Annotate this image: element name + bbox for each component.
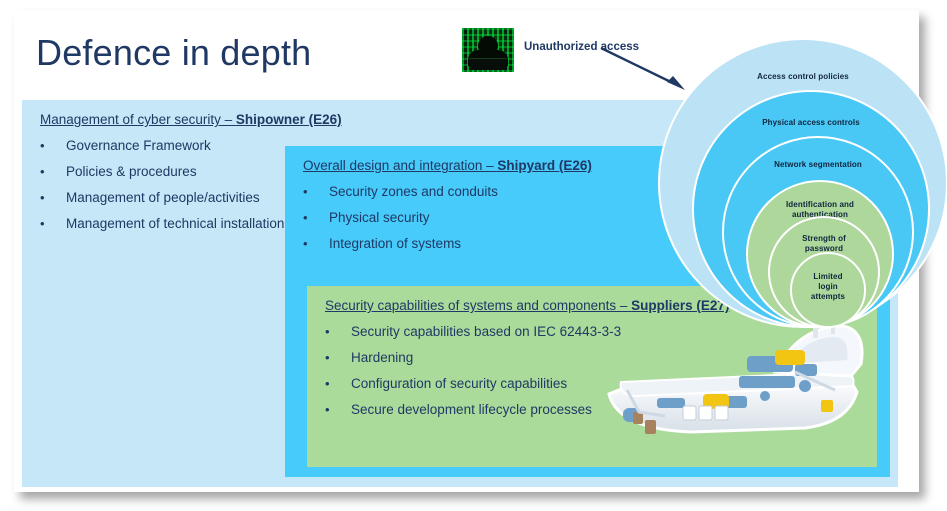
bullet-icon: • (325, 376, 330, 391)
list-item: • Policies & procedures (40, 162, 284, 181)
defence-layers-diagram: Access control policies Physical access … (650, 18, 947, 328)
list-item-label: Governance Framework (66, 138, 211, 153)
bullet-icon: • (40, 190, 45, 205)
heading-bold: Shipyard (E26) (497, 158, 592, 173)
list-item-label: Secure development lifecycle processes (351, 402, 592, 417)
list-item-label: Policies & procedures (66, 164, 197, 179)
bullet-icon: • (303, 236, 308, 251)
bullet-icon: • (303, 210, 308, 225)
ring-label: Limited login attempts (810, 272, 846, 301)
ring-label: Identification and authentication (785, 200, 855, 219)
heading-plain: Management of cyber security – (40, 112, 236, 127)
bullet-icon: • (303, 184, 308, 199)
list-item: • Physical security (303, 208, 498, 227)
list-item: • Governance Framework (40, 136, 284, 155)
bullet-icon: • (325, 402, 330, 417)
vessel-illustration (607, 320, 864, 434)
list-item-label: Management of technical installation (66, 216, 285, 231)
ring-label: Network segmentation (774, 160, 862, 169)
heading-bold: Suppliers (E27) (631, 298, 730, 313)
list-item: • Security zones and conduits (303, 182, 498, 201)
list-item: • Hardening (325, 348, 621, 367)
panel-suppliers-list: • Security capabilities based on IEC 624… (325, 322, 621, 426)
list-item: • Integration of systems (303, 234, 498, 253)
ring-limited-login-attempts: Limited login attempts (790, 252, 866, 328)
list-item-label: Management of people/activities (66, 190, 260, 205)
heading-plain: Security capabilities of systems and com… (325, 298, 632, 313)
panel-suppliers-heading: Security capabilities of systems and com… (325, 298, 729, 313)
panel-shipowner-list: • Governance Framework • Policies & proc… (40, 136, 284, 240)
list-item-label: Configuration of security capabilities (351, 376, 568, 391)
panel-shipyard-list: • Security zones and conduits • Physical… (303, 182, 498, 260)
list-item-label: Security capabilities based on IEC 62443… (351, 324, 622, 339)
arrow-down-right-icon (600, 46, 685, 90)
slide-canvas: Defence in depth Management of cyber sec… (14, 10, 947, 492)
hacker-icon (462, 28, 514, 72)
bullet-icon: • (325, 324, 330, 339)
bullet-icon: • (40, 138, 45, 153)
list-item: • Management of people/activities (40, 188, 284, 207)
list-item: • Configuration of security capabilities (325, 374, 621, 393)
bullet-icon: • (40, 216, 45, 231)
list-item-label: Integration of systems (329, 236, 462, 251)
list-item: • Management of technical installation (40, 214, 284, 233)
panel-shipowner-heading: Management of cyber security – Shipowner… (40, 112, 342, 127)
panel-shipyard-heading: Overall design and integration – Shipyar… (303, 158, 592, 173)
heading-plain: Overall design and integration – (303, 158, 498, 173)
list-item-label: Security zones and conduits (329, 184, 498, 199)
unauthorized-access-label: Unauthorized access (524, 41, 640, 53)
list-item: • Security capabilities based on IEC 624… (325, 322, 621, 341)
list-item: • Secure development lifecycle processes (325, 400, 621, 419)
heading-bold: Shipowner (E26) (235, 112, 342, 127)
bullet-icon: • (325, 350, 330, 365)
ring-label: Strength of password (802, 234, 846, 253)
list-item-label: Hardening (351, 350, 414, 365)
list-item-label: Physical security (329, 210, 430, 225)
page-title: Defence in depth (36, 32, 312, 73)
ring-label: Physical access controls (762, 118, 860, 127)
ring-label: Access control policies (757, 72, 849, 81)
bullet-icon: • (40, 164, 45, 179)
